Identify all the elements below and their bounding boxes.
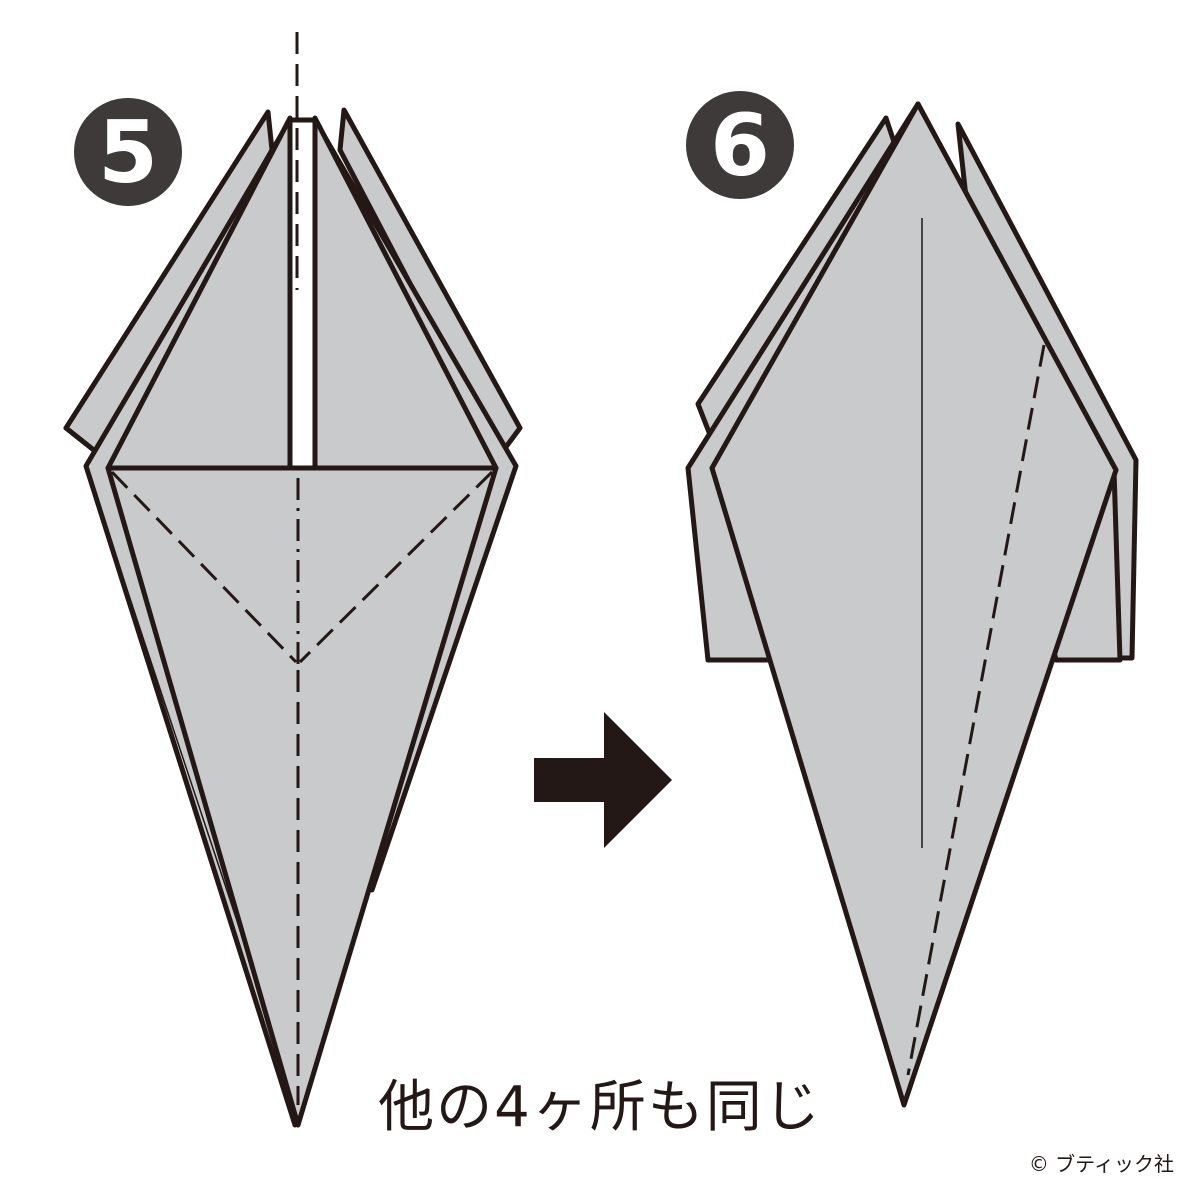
step-6-figure [685, 101, 1139, 1108]
repeat-instruction-note: 他の4ヶ所も同じ [378, 1075, 822, 1140]
copyright-credit: © ブティック社 [1028, 1152, 1174, 1176]
step-5-valley-fold-left [110, 470, 298, 664]
step-5-number: 5 [98, 103, 158, 203]
step-6-front-diamond [709, 101, 1119, 1108]
step-5-figure [63, 32, 523, 1128]
step-6-number: 6 [710, 96, 770, 196]
step-5-badge: 5 [74, 98, 182, 206]
circled-number-5-icon [74, 98, 182, 206]
step-5-front-kite [105, 465, 499, 1128]
step-5-center-slit [287, 117, 318, 471]
step-5-left-edge-line [85, 465, 251, 961]
next-step-arrow [534, 712, 672, 848]
step-5-upper-right-flap [312, 115, 499, 471]
step-6-badge: 6 [686, 91, 794, 199]
circled-number-6-icon [686, 91, 794, 199]
step-6-valley-fold-diagonal [906, 344, 1046, 1076]
step-5-valley-fold-right [298, 470, 494, 664]
